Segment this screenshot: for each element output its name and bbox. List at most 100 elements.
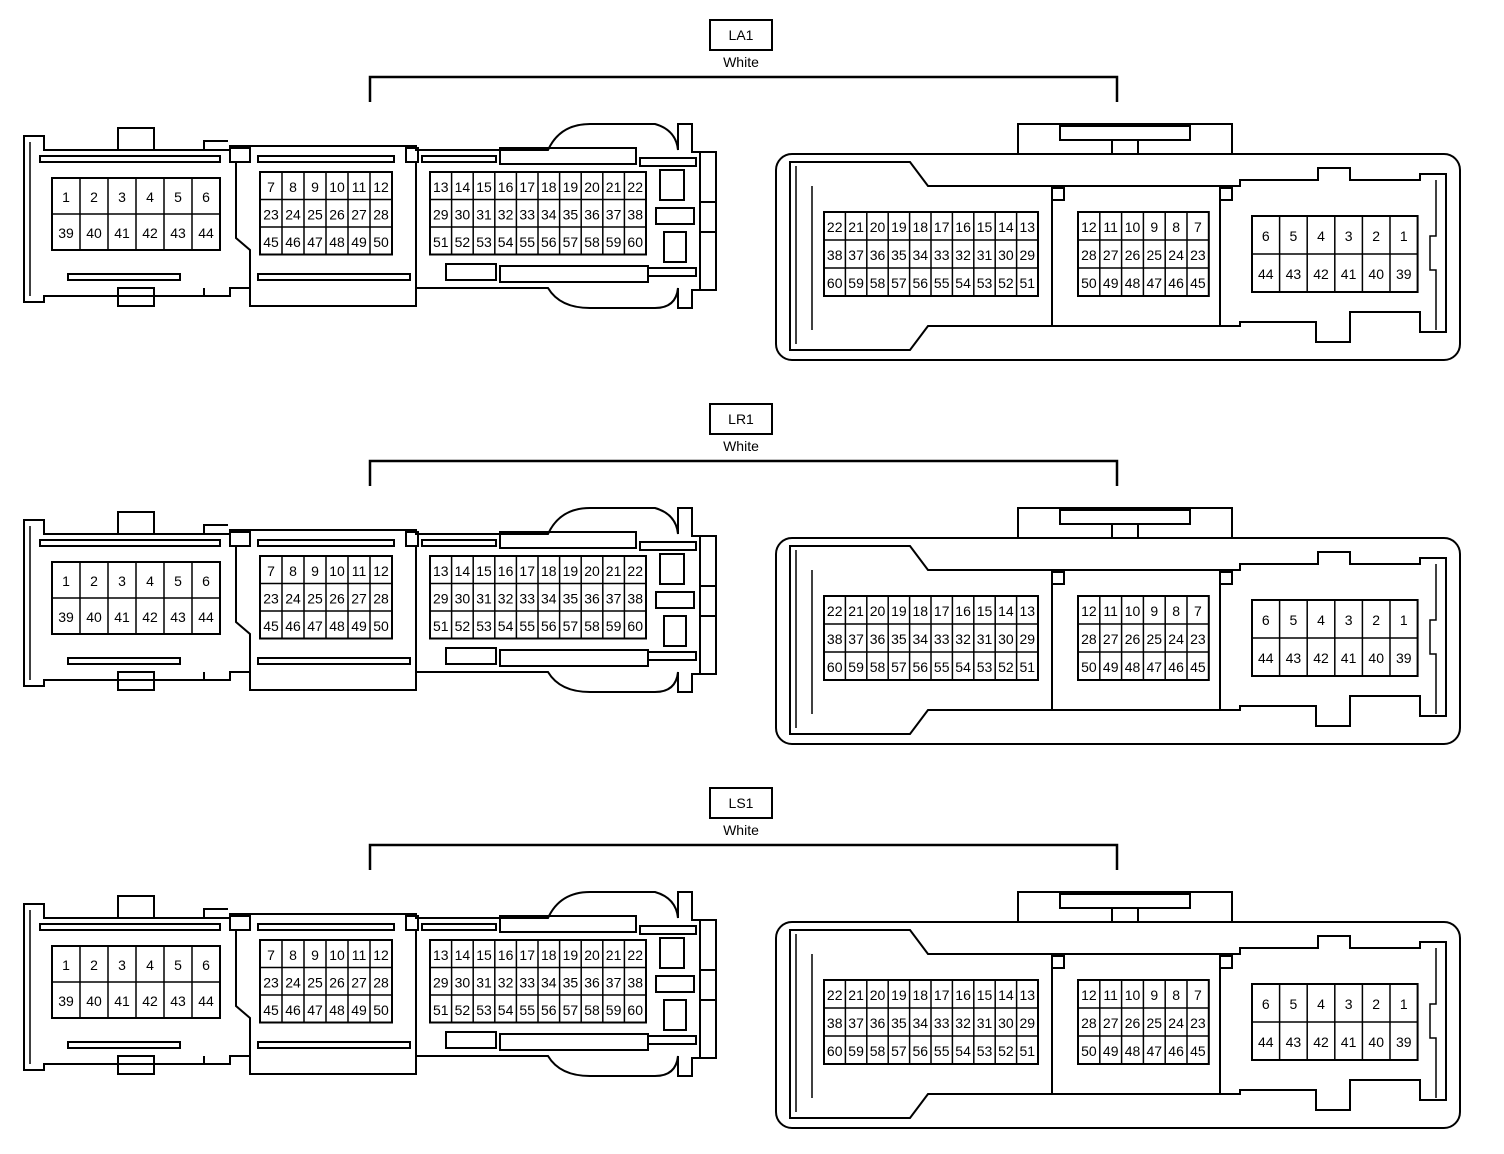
pin-number: 13 — [433, 947, 449, 963]
pin-number: 54 — [498, 1002, 514, 1018]
pin-number: 15 — [476, 563, 492, 579]
pin-number: 25 — [1147, 247, 1163, 263]
pin-number: 21 — [606, 947, 622, 963]
lock-window — [659, 937, 685, 969]
housing-step — [203, 524, 228, 534]
pin-number: 44 — [1258, 266, 1274, 282]
pin-number: 38 — [627, 590, 643, 606]
pin-number: 1 — [62, 189, 70, 205]
pin-number: 56 — [541, 234, 557, 250]
pin-number: 22 — [827, 603, 843, 619]
pin-number: 32 — [498, 206, 514, 222]
pin-number: 24 — [1168, 631, 1184, 647]
pin-number: 59 — [606, 234, 622, 250]
guide-notch — [1219, 187, 1233, 201]
lock-step — [699, 201, 717, 233]
pin-number: 15 — [977, 219, 993, 235]
pin-number: 30 — [455, 206, 471, 222]
grouping-bracket — [368, 459, 1119, 486]
pin-number: 13 — [433, 179, 449, 195]
pin-number: 12 — [373, 179, 389, 195]
pin-number: 30 — [998, 631, 1014, 647]
grouping-bracket — [368, 75, 1119, 102]
pin-number: 45 — [1190, 275, 1206, 291]
pin-number: 19 — [891, 219, 907, 235]
pin-number: 6 — [1262, 228, 1270, 244]
guide-notch — [229, 147, 251, 163]
pin-number: 58 — [584, 618, 600, 634]
pin-number: 43 — [1286, 650, 1302, 666]
pin-number: 59 — [606, 618, 622, 634]
inner-frame — [789, 161, 1447, 351]
lock-window — [659, 553, 685, 585]
pin-number: 60 — [627, 234, 643, 250]
pin-number: 1 — [62, 573, 70, 589]
pin-number: 59 — [606, 1002, 622, 1018]
pin-number: 47 — [307, 1002, 323, 1018]
pin-number: 4 — [146, 189, 154, 205]
pin-number: 51 — [1020, 659, 1036, 675]
pin-number: 45 — [263, 234, 279, 250]
guide-slot — [67, 657, 181, 665]
connector-color: White — [723, 438, 759, 454]
guide-notch — [229, 531, 251, 547]
latch-tab — [117, 127, 155, 151]
pin-number: 57 — [891, 659, 907, 675]
pin-number: 25 — [307, 590, 323, 606]
pin-number: 19 — [891, 987, 907, 1003]
pin-number: 1 — [1400, 996, 1408, 1012]
pin-number: 54 — [498, 618, 514, 634]
pin-number: 2 — [90, 957, 98, 973]
lock-rail — [647, 267, 697, 277]
pin-number: 49 — [1103, 659, 1119, 675]
connector-code: LR1 — [728, 411, 754, 427]
pin-number: 11 — [1103, 219, 1118, 235]
pin-number: 55 — [519, 618, 535, 634]
pin-number: 12 — [373, 563, 389, 579]
pin-number: 46 — [1168, 1043, 1184, 1059]
pin-number: 55 — [519, 234, 535, 250]
pin-number: 34 — [913, 1015, 929, 1031]
pin-number: 22 — [827, 987, 843, 1003]
pin-number: 1 — [1400, 612, 1408, 628]
pin-number: 9 — [1150, 987, 1158, 1003]
pin-number: 46 — [285, 234, 301, 250]
pin-number: 14 — [998, 219, 1014, 235]
pin-number: 41 — [1341, 650, 1357, 666]
pin-number: 14 — [455, 179, 471, 195]
pin-number: 23 — [1190, 1015, 1206, 1031]
pin-number: 31 — [977, 631, 993, 647]
pin-number: 21 — [606, 179, 622, 195]
pin-number: 27 — [1103, 247, 1119, 263]
lock-window — [655, 207, 695, 225]
pin-number: 39 — [58, 993, 74, 1009]
guide-notch — [1051, 187, 1065, 201]
pin-number: 50 — [373, 234, 389, 250]
pin-number: 10 — [329, 947, 345, 963]
pin-number: 41 — [114, 993, 130, 1009]
pin-number: 26 — [329, 206, 345, 222]
pin-number: 17 — [519, 179, 535, 195]
guide-notch — [1051, 571, 1065, 585]
pin-number: 58 — [870, 1043, 886, 1059]
pin-number: 48 — [1125, 659, 1141, 675]
pin-number: 3 — [1345, 612, 1353, 628]
pin-number: 13 — [1020, 987, 1036, 1003]
pin-number: 56 — [541, 618, 557, 634]
guide-notch — [405, 147, 419, 163]
lock-window — [663, 615, 687, 647]
pin-number: 7 — [267, 563, 275, 579]
pin-number: 23 — [263, 590, 279, 606]
guide-notch — [1219, 571, 1233, 585]
pin-number: 26 — [329, 590, 345, 606]
pin-number: 50 — [1081, 659, 1097, 675]
pin-number: 25 — [307, 974, 323, 990]
pin-number: 47 — [1147, 659, 1163, 675]
pin-number: 51 — [1020, 275, 1036, 291]
pin-number: 55 — [934, 1043, 950, 1059]
pin-number: 16 — [955, 603, 971, 619]
